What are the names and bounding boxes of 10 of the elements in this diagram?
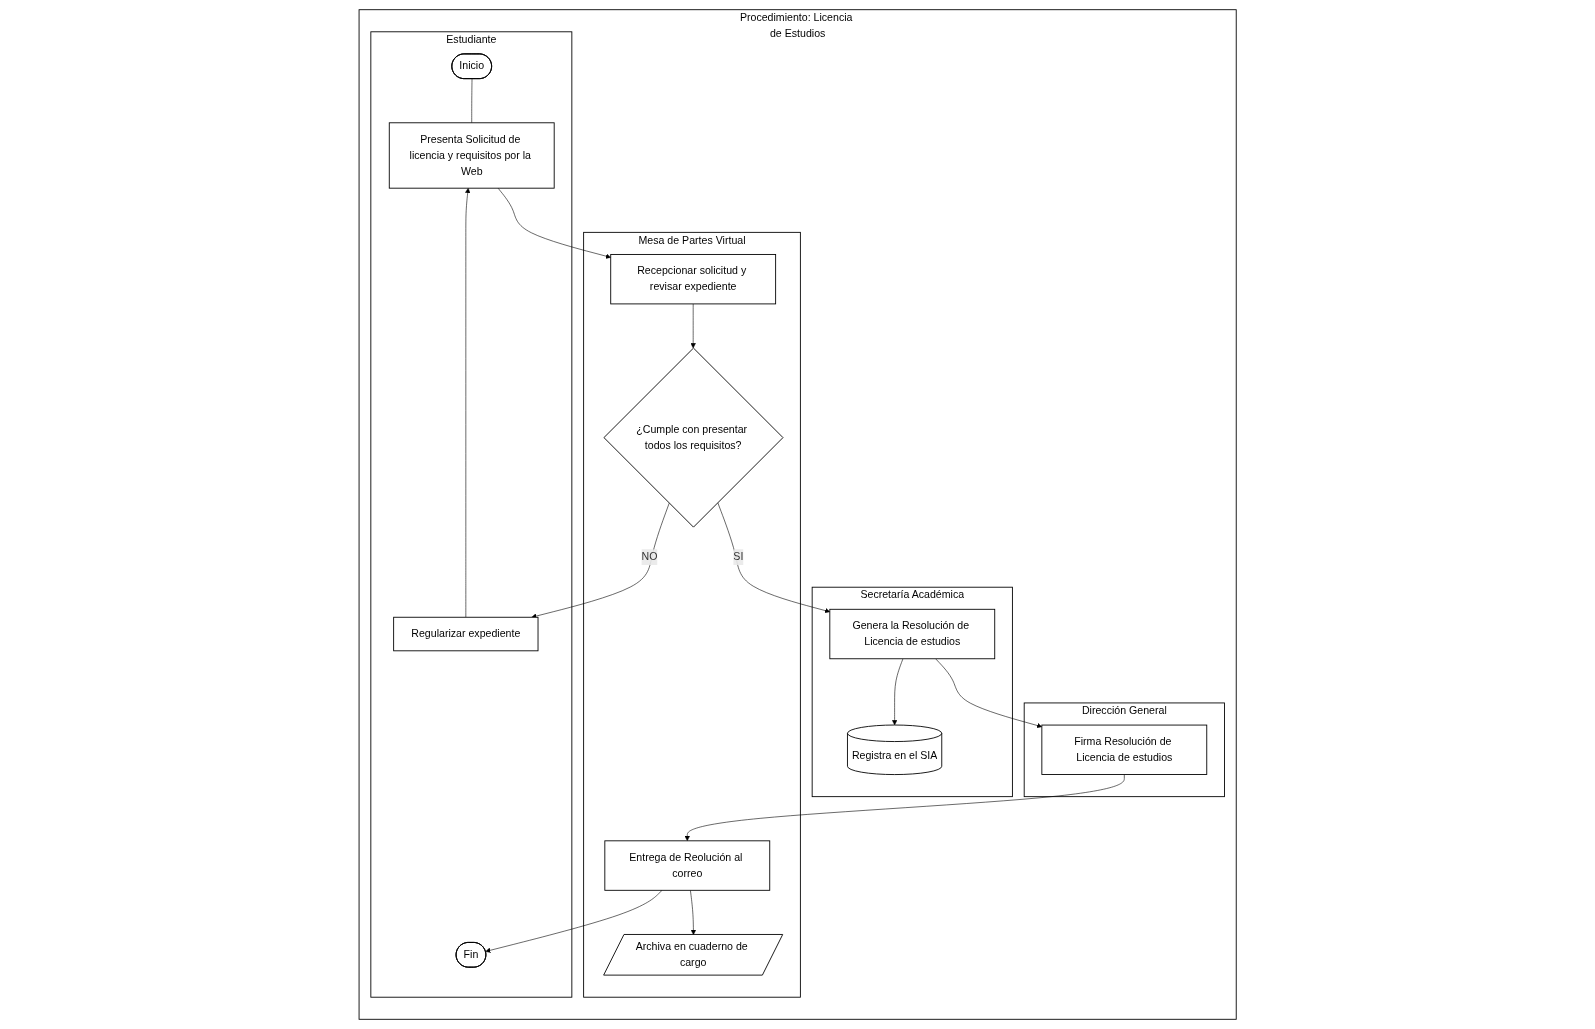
edge-label: NO bbox=[641, 550, 658, 563]
node-box: Firma Resolución de Licencia de estudios bbox=[1041, 724, 1208, 775]
node-box: Genera la Resolución de Licencia de estudios bbox=[829, 608, 996, 660]
connector bbox=[471, 78, 473, 124]
node-diamond: ¿Cumple con presentar todos los requisitos? bbox=[603, 347, 784, 528]
edge-label: SI bbox=[733, 550, 744, 563]
node-box: Entrega de Reolución al correo bbox=[604, 840, 771, 891]
node-box: Regularizar expediente bbox=[393, 616, 539, 652]
node-box: Presenta Solicitud de licencia y requisitos por la Web bbox=[388, 122, 555, 189]
node-box: Recepcionar solicitud y revisar expediente bbox=[610, 254, 776, 305]
